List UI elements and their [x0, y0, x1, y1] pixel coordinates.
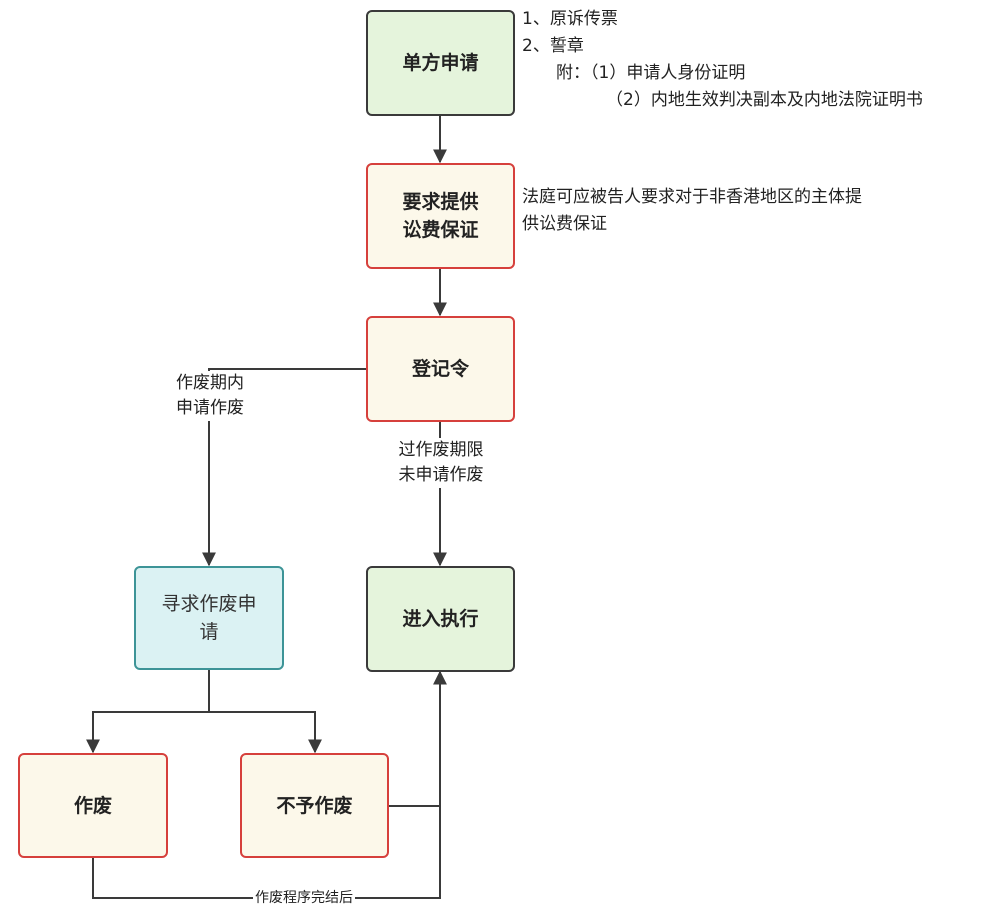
- node-enforce[interactable]: 进入执行: [366, 566, 515, 672]
- edge-label-within-period: 作废期内 申请作废: [162, 371, 258, 421]
- apply-note-line4: （2）内地生效判决副本及内地法院证明书: [606, 90, 923, 110]
- edge-label-past-period: 过作废期限 未申请作废: [384, 438, 498, 488]
- node-not-set-aside[interactable]: 不予作废: [240, 753, 389, 858]
- apply-note-line3: 附：（1）申请人身份证明: [556, 63, 746, 83]
- edge-not-set-aside-to-enforce: [389, 670, 447, 807]
- apply-note-line2: 2、誓章: [522, 36, 584, 56]
- node-register[interactable]: 登记令: [366, 316, 515, 422]
- edge-label-after-completion: 作废程序完结后: [253, 889, 355, 907]
- node-seek-set-aside[interactable]: 寻求作废申 请: [134, 566, 284, 670]
- apply-note-line1: 1、原诉传票: [522, 9, 618, 29]
- node-set-aside[interactable]: 作废: [18, 753, 168, 858]
- node-apply[interactable]: 单方申请: [366, 10, 515, 116]
- security-note-line1: 法庭可应被告人要求对于非香港地区的主体提: [522, 187, 862, 207]
- edge-seek-to-not-set-aside: [209, 711, 322, 754]
- edge-register-to-seek: [202, 368, 366, 567]
- security-note-line2: 供讼费保证: [522, 214, 607, 234]
- edge-seek-to-set-aside: [86, 711, 209, 754]
- node-security[interactable]: 要求提供 讼费保证: [366, 163, 515, 269]
